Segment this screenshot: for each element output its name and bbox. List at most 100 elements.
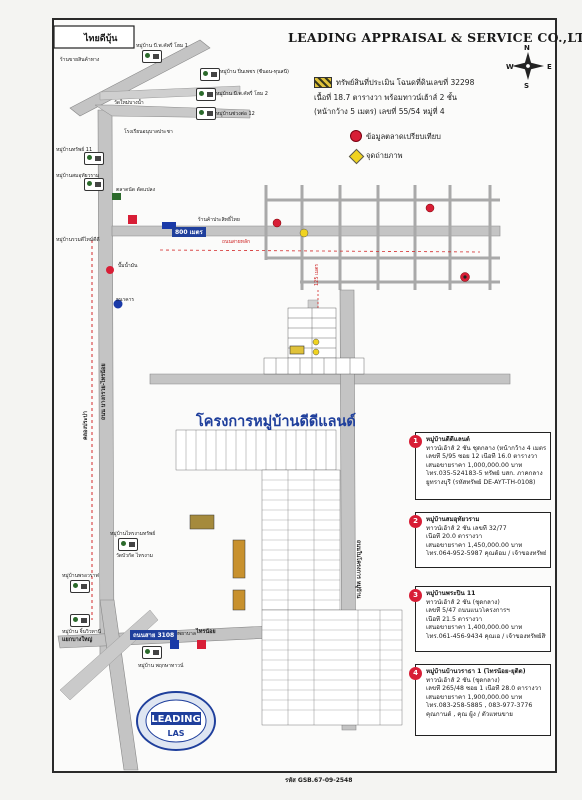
comparable-line: โทร.083-258-5885 , 083-977-3776 <box>426 702 533 710</box>
hospital-icon <box>170 640 179 649</box>
comparable-name: หมู่บ้านบ้านวราธา 1 (ไทรน้อย-ยุติด) <box>426 668 526 675</box>
label-temple: วัดใหม่บางน้ำ <box>114 100 144 106</box>
label-canal: คลองประปา <box>83 410 89 440</box>
project-name: โครงการหมู่บ้านดีดีแลนด์ <box>196 414 356 430</box>
park-block <box>232 539 246 579</box>
temple-icon <box>128 215 137 224</box>
comparable-line: เสนอขายราคา 1,000,000.00 บาท <box>426 461 523 469</box>
compass-e: E <box>547 63 552 71</box>
store-icon <box>197 640 206 649</box>
label-village-3: หมู่บ้าน บี.พ.คัพรี่ โฮม 2 <box>216 91 268 97</box>
label-right-road: ถนนในโครงการ หมู่บ้าน <box>355 540 361 599</box>
comparable-line: ทาวน์เฮ้าส์ 2 ชั้น ชุดกลาง (หน้ากว้าง 4 … <box>426 444 546 452</box>
road-horizontal-mid <box>149 373 511 385</box>
compass-s: S <box>524 82 530 90</box>
village-icon-5 <box>84 152 104 165</box>
bank-icon <box>113 299 123 309</box>
comparable-line: คุณกานต์ , คุณ ผู้ง / ตัวแทนขาย <box>426 710 513 718</box>
label-school: โรงเรียนอนุบาลประชา <box>124 129 173 135</box>
label-junction-1: แยกบางใหญ่ <box>62 637 93 643</box>
reference-code: รหัส GSB.67-09-2548 <box>285 777 353 784</box>
legend-photo-key: จุดถ่ายภาพ <box>366 151 403 160</box>
comparable-line: ทาวน์เฮ้าส์ 2 ชั้น (ชุดกลาง) <box>426 598 500 606</box>
school-icon <box>112 193 121 200</box>
road-800m-tag: 800 เมตร <box>172 227 206 237</box>
comparable-line: เนื้อที่ 20.0 ตารางวา <box>426 533 483 541</box>
comparable-line: ยูทรางบุรี (รหัสทรัพย์ DE-AYT-TH-0108) <box>426 478 536 486</box>
comparable-line: โทร.061-456-9434 คุณเอ / เจ้าของทรัพย์สิ… <box>426 632 546 640</box>
gas-station-icon <box>106 266 114 274</box>
street-grid-north <box>264 185 500 290</box>
comparable-number: 1 <box>409 435 422 448</box>
lot-grid-project <box>175 429 403 726</box>
comparable-dot-b-center <box>463 275 467 279</box>
label-bank: ธนาคาร <box>116 297 135 303</box>
road-bottom-vertical <box>99 599 139 771</box>
clubhouse-block <box>189 514 215 530</box>
comparable-name: หมู่บ้านพระปิ่น 11 <box>426 590 476 597</box>
photo-point-c <box>312 348 320 356</box>
subject-parcel <box>289 345 305 355</box>
logo-text: LEADING <box>151 714 201 725</box>
legend-subject-line2: เนื้อที่ 18.7 ตารางวา พร้อมทาวน์เฮ้าส์ 2… <box>314 93 457 102</box>
subject-hatch-swatch <box>314 77 332 88</box>
village-icon-4 <box>196 107 216 120</box>
lot-row-lines <box>262 479 402 711</box>
company-title: LEADING APPRAISAL & SERVICE CO.,LTD. <box>288 30 582 45</box>
comparable-number: 2 <box>409 515 422 528</box>
comparable-box-2: 2 หมู่บ้านสมอุทัยวราม ทาวน์เฮ้าส์ 2 ชั้น… <box>409 512 551 568</box>
market-dot-key-icon <box>350 130 362 142</box>
label-market: ตลาดนัด ดัดแปลง <box>116 187 156 193</box>
photo-point-b <box>312 338 320 346</box>
label-store: ร้านค้าประสิทธิ์ไทย <box>198 217 240 223</box>
comparable-box-1: 1 หมู่บ้านดีดีแลนด์ ทาวน์เฮ้าส์ 2 ชั้น ช… <box>409 432 551 500</box>
park-block-2 <box>232 589 246 611</box>
logo-sub: LAS <box>167 729 184 738</box>
village-icon-7 <box>118 538 138 551</box>
label-junction-2: ไทรน้อย <box>196 629 216 635</box>
comparable-name: หมู่บ้านสมอุทัยวราม <box>426 516 480 523</box>
label-vertical-road: ถนน บางกรวย-ไทรน้อย <box>101 363 107 420</box>
label-village-7: หมู่บ้านรวมดีไทม์ดีดี <box>56 237 100 243</box>
comparable-line: เลขที่ 5/95 ซอย 12 เนื้อที่ 16.0 ตารางวา <box>426 453 538 461</box>
comparable-line: โทร.035-524183-5 ทรัพย์ บสก. ภาคกลาง <box>426 470 543 478</box>
legend-market-key: ข้อมูลตลาดเปรียบเทียบ <box>366 132 441 141</box>
label-gas: ปั๊มน้ำมัน <box>118 263 138 269</box>
comparable-number: 3 <box>409 589 422 602</box>
compass-rose-icon <box>512 52 544 80</box>
comparable-box-4: 4 หมู่บ้านบ้านวราธา 1 (ไทรน้อย-ยุติด) ทา… <box>409 664 551 736</box>
village-icon-9 <box>70 614 90 627</box>
label-road-main: ถนนสายหลัก <box>222 239 251 245</box>
comparable-line: เสนอขายราคา 1,450,000.00 บาท <box>426 541 523 549</box>
boundary-line <box>159 249 481 253</box>
label-village-5: หมู่บ้านทรัพย์ 11 <box>56 147 93 153</box>
comparable-line: เลขที่ 5/47 ถนนแนวโครงการฯ <box>426 607 510 615</box>
label-hospital: โรงพยาบาล <box>170 631 196 637</box>
label-village-4: หมู่บ้านช่วงต่อ 12 <box>216 111 255 117</box>
label-village-6: หมู่บ้านสมอุทัยวราม <box>56 173 100 179</box>
label-village-1: หมู่บ้าน บี.พ.คัพรี่ โฮม 1 <box>136 43 188 49</box>
label-village-11: หมู่บ้าน พฤกษาทาวน์ <box>138 663 184 669</box>
village-icon-2 <box>200 68 220 81</box>
comparable-name: หมู่บ้านดีดีแลนด์ <box>426 436 470 443</box>
comparable-dot-c <box>425 203 435 213</box>
label-village-10: หมู่บ้าน จิ้นวิวทานี <box>62 629 102 635</box>
map-title-thai: ไทยดีบุ้น <box>84 34 118 44</box>
village-icon-3 <box>196 88 216 101</box>
comparable-line: เสนอขายราคา 1,900,000.00 บาท <box>426 693 523 701</box>
comparable-line: โทร.064-952-5987 คุณต้อม / เจ้าของทรัพย์ <box>426 550 546 558</box>
comparable-box-3: 3 หมู่บ้านพระปิ่น 11 ทาวน์เฮ้าส์ 2 ชั้น … <box>409 586 551 652</box>
leading-logo-seal: LEADING LAS <box>136 691 216 751</box>
comparable-line: เสนอขายราคา 1,400,000.00 บาท <box>426 624 523 632</box>
village-icon-10 <box>142 646 162 659</box>
title-block <box>53 25 135 49</box>
compass-w: W <box>506 63 514 71</box>
label-village-2: หมู่บ้าน ปิ่นเพชร (ซีนอน-ทุนสนี) <box>220 69 289 75</box>
label-road-125: 125 เมตร <box>314 263 320 286</box>
comparable-line: เลขที่ 265/48 ซอย 1 เนื้อที่ 28.0 ตารางว… <box>426 685 542 693</box>
label-village-9: หมู่บ้านพรอวราฟ <box>62 573 99 579</box>
label-shop: ร้านขายสินค้าทาง <box>60 57 100 63</box>
photo-point-a <box>299 228 309 238</box>
